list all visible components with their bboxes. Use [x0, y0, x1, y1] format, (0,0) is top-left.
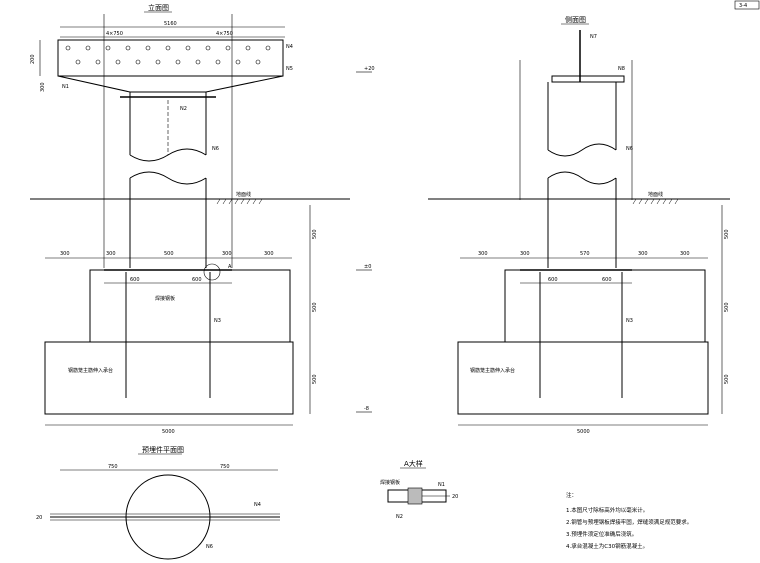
elevation-mid: ±0 — [364, 264, 371, 270]
front-inner-dim-1: 600 — [130, 277, 140, 283]
side-footing-dim-1: 300 — [478, 251, 488, 257]
detail-label-1: 焊接钢板 — [380, 479, 400, 486]
side-footing-dim-2: 300 — [520, 251, 530, 257]
side-label-n7: N7 — [590, 34, 597, 40]
elevation-low: -8 — [364, 406, 369, 412]
side-ground-label: 地面线 — [648, 191, 663, 198]
side-footing-dim-5: 300 — [680, 251, 690, 257]
plan-right-dim: 750 — [220, 464, 230, 470]
front-right-dim-1: 500 — [312, 229, 318, 239]
detail-title: A大样 — [404, 459, 423, 468]
side-footing-dim-4: 300 — [638, 251, 648, 257]
front-left-dim-2: 300 — [40, 82, 46, 92]
note-item-3: 3.预埋件须定位准确后浇筑。 — [566, 530, 637, 538]
plan-label-n4: N4 — [254, 502, 261, 508]
front-ground-label: 地面线 — [236, 191, 251, 198]
detail-a: A大样 焊接钢板 20 N2 N1 — [380, 459, 458, 520]
front-rebar-note: 钢筋笼主筋伸入承台 — [68, 367, 113, 374]
front-top-left-seg: 4×750 — [106, 31, 123, 37]
side-right-dim-2: 500 — [724, 302, 730, 312]
side-rebar-note: 钢筋笼主筋伸入承台 — [470, 367, 515, 374]
ground-hatch-side — [632, 198, 679, 205]
front-right-dim-2: 500 — [312, 302, 318, 312]
side-label-n6: N6 — [626, 146, 633, 152]
plan-left-label: 20 — [36, 515, 42, 521]
plan-label-n6: N6 — [206, 544, 213, 550]
front-top-right-seg: 4×750 — [216, 31, 233, 37]
side-inner-dim-2: 600 — [602, 277, 612, 283]
front-top-width: 5160 — [164, 21, 177, 27]
front-weld-note: 焊接钢板 — [155, 295, 175, 302]
front-detail-mark-a: A — [228, 264, 232, 270]
front-label-n6: N6 — [212, 146, 219, 152]
note-item-4: 4.承台混凝土为C30钢筋混凝土。 — [566, 542, 648, 550]
front-view-title: 立面图 — [148, 3, 169, 12]
front-footing-dim-5: 300 — [264, 251, 274, 257]
front-label-n5: N5 — [286, 66, 293, 72]
front-bottom-width: 5000 — [162, 429, 175, 435]
front-footing-dim-2: 300 — [106, 251, 116, 257]
front-footing-dim-3: 500 — [164, 251, 174, 257]
side-label-n3: N3 — [626, 318, 633, 324]
side-view-title: 侧面图 — [565, 15, 586, 24]
detail-label-n2: N2 — [396, 514, 403, 520]
front-left-dim-1: 200 — [30, 54, 36, 64]
note-item-2: 2.钢管与预埋钢板焊接牢固，焊缝须满足规范要求。 — [566, 518, 692, 526]
note-item-1: 1.本图尺寸除标高外均以毫米计。 — [566, 506, 648, 514]
front-view: 立面图 5160 4×750 4×750 200 — [30, 3, 350, 435]
ground-hatch-front — [216, 198, 263, 205]
side-footing-dim-3: 570 — [580, 251, 590, 257]
detail-label-n1: N1 — [438, 482, 445, 488]
elevation-top: +20 — [364, 66, 375, 72]
side-bottom-width: 5000 — [577, 429, 590, 435]
plan-view: 预埋件平面图 750 750 20 N4 N6 — [36, 445, 280, 560]
detail-label-2: 20 — [452, 494, 458, 500]
front-footing-dim-1: 300 — [60, 251, 70, 257]
plan-view-title: 预埋件平面图 — [142, 445, 184, 454]
side-right-dim-3: 500 — [724, 374, 730, 384]
elevation-markers: +20 ±0 -8 — [356, 66, 375, 413]
front-right-dim-3: 500 — [312, 374, 318, 384]
corner-label-box: 3-4 — [734, 0, 760, 10]
front-label-n3: N3 — [214, 318, 221, 324]
side-view: 侧面图 地面线 300 300 570 300 300 600 600 — [428, 15, 730, 435]
notes: 注： 1.本图尺寸除标高外均以毫米计。 2.钢管与预埋钢板焊接牢固，焊缝须满足规… — [566, 491, 692, 550]
bolt-holes — [65, 45, 271, 65]
front-label-n2: N2 — [180, 106, 187, 112]
side-label-n8: N8 — [618, 66, 625, 72]
notes-heading: 注： — [566, 491, 577, 499]
front-label-n4: N4 — [286, 44, 293, 50]
side-right-dim-1: 500 — [724, 229, 730, 239]
front-label-n1: N1 — [62, 84, 69, 90]
corner-label: 3-4 — [739, 3, 747, 9]
side-inner-dim-1: 600 — [548, 277, 558, 283]
plan-left-dim: 750 — [108, 464, 118, 470]
front-inner-dim-2: 600 — [192, 277, 202, 283]
front-footing-dim-4: 300 — [222, 251, 232, 257]
